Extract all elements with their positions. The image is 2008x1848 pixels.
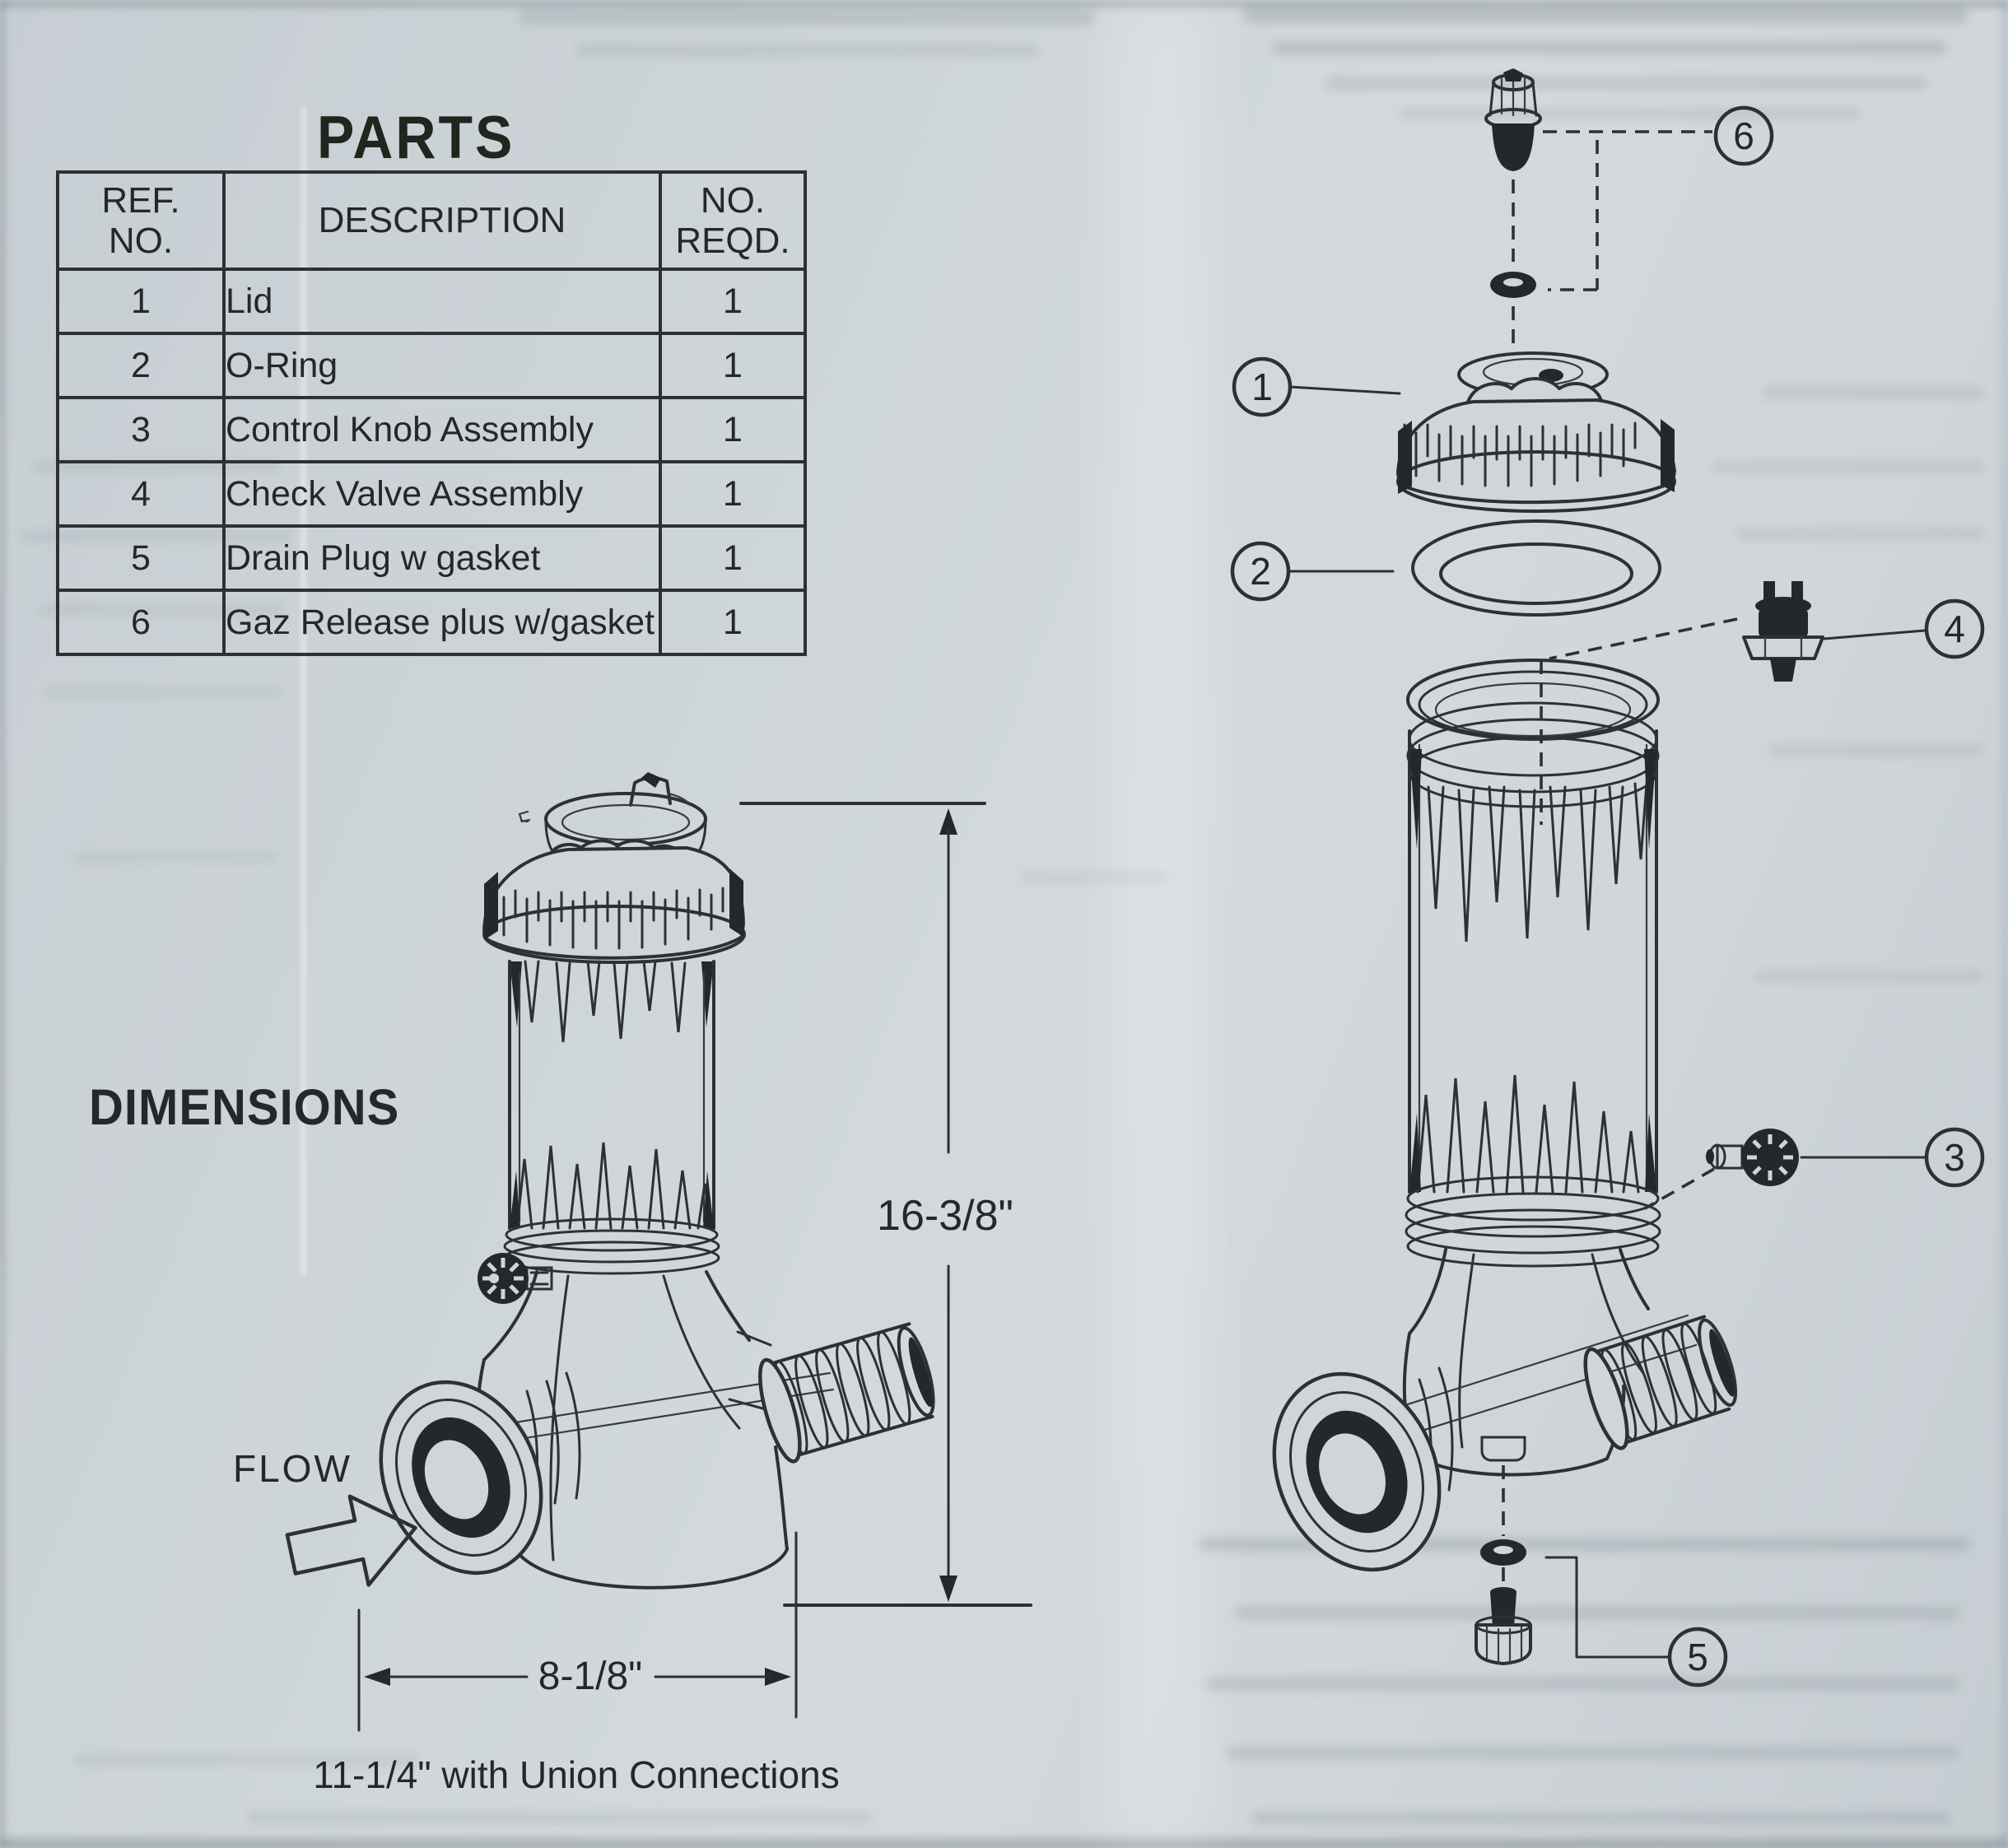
bleedthrough-ghost xyxy=(1325,77,1926,89)
cell-ref: 6 xyxy=(56,589,226,656)
height-dimension-label: 16-3/8" xyxy=(877,1192,1013,1240)
header-qty-line1: NO. xyxy=(700,179,766,221)
drain-plug-drawing xyxy=(1475,1587,1532,1665)
check-valve-drawing xyxy=(1742,581,1824,682)
callout-number-3: 3 xyxy=(1944,1136,1965,1179)
callout-circle-1 xyxy=(1232,356,1293,417)
bleedthrough-ghost xyxy=(1712,461,1984,472)
bleedthrough-ghost xyxy=(74,1755,420,1765)
assembled-right-union xyxy=(758,1322,935,1464)
assembled-body-drawing xyxy=(503,960,720,1275)
width-dimension-label: 8-1/8" xyxy=(538,1655,642,1698)
callout-circle-4 xyxy=(1924,598,1985,659)
flow-label: FLOW xyxy=(233,1447,352,1490)
table-row: 2 O-Ring 1 xyxy=(56,332,807,399)
table-row: 6 Gaz Release plus w/gasket 1 xyxy=(56,589,807,656)
exploded-view-diagram: 1 2 4 xyxy=(1230,68,1985,1687)
cell-qty: 1 xyxy=(659,589,807,656)
cell-desc: Lid xyxy=(222,268,662,335)
parts-title: PARTS xyxy=(317,103,515,172)
dimension-drawing: FLOW 16-3/8" 8-1/8" 11-1/4" w xyxy=(233,772,1032,1796)
o-ring-drawing xyxy=(1411,519,1661,617)
exploded-cylinder-drawing xyxy=(1405,659,1661,1268)
bleedthrough-ghost xyxy=(1243,7,1968,23)
callout-number-1: 1 xyxy=(1251,365,1273,408)
page-edge-shadow-right xyxy=(2001,0,2008,1848)
assembled-lid-drawing xyxy=(482,772,746,964)
bleedthrough-ghost xyxy=(247,1813,873,1823)
cell-qty: 1 xyxy=(659,332,807,399)
dimensions-title: DIMENSIONS xyxy=(89,1079,400,1136)
bleedthrough-ghost xyxy=(1198,1538,1972,1551)
header-ref-line2: NO. xyxy=(108,221,174,261)
cell-ref: 3 xyxy=(56,396,226,463)
bleedthrough-ghost xyxy=(1021,873,1169,882)
bleedthrough-ghost xyxy=(1400,109,1861,119)
bleedthrough-ghost xyxy=(1251,1813,1951,1824)
header-ref-line1: REF. xyxy=(101,179,180,221)
table-row: 5 Drain Plug w gasket 1 xyxy=(56,524,807,592)
bleedthrough-ghost xyxy=(1754,971,1984,981)
callout-number-4: 4 xyxy=(1944,607,1965,650)
paper-crease xyxy=(301,107,305,1276)
header-ref-no: REF. NO. xyxy=(56,170,226,271)
callout-number-2: 2 xyxy=(1250,550,1271,593)
height-dimension: 16-3/8" xyxy=(739,802,1032,1607)
cell-ref: 5 xyxy=(56,524,226,592)
bleedthrough-ghost xyxy=(1235,1607,1959,1619)
assembled-tee-body-drawing xyxy=(379,1270,935,1590)
header-qty-line2: REQD. xyxy=(675,221,790,261)
cell-ref: 4 xyxy=(56,460,226,528)
table-row: 3 Control Knob Assembly 1 xyxy=(56,396,807,463)
cell-qty: 1 xyxy=(659,396,807,463)
table-row: 1 Lid 1 xyxy=(56,268,807,335)
page-edge-shadow-top xyxy=(0,0,2008,8)
cell-desc: Gaz Release plus w/gasket xyxy=(222,589,662,656)
cell-desc: O-Ring xyxy=(222,332,662,399)
cell-qty: 1 xyxy=(659,460,807,528)
exploded-lid-drawing xyxy=(1396,351,1676,513)
bleedthrough-ghost xyxy=(1227,1747,1959,1759)
width-dimension: 8-1/8" xyxy=(357,1531,798,1732)
header-description: DESCRIPTION xyxy=(222,170,662,271)
page-edge-shadow-left xyxy=(0,0,6,1848)
cell-desc: Drain Plug w gasket xyxy=(222,524,662,592)
callout-number-6: 6 xyxy=(1733,114,1754,157)
bleedthrough-ghost xyxy=(576,44,1037,56)
callout-circle-2 xyxy=(1230,541,1291,602)
paper-sheen xyxy=(1111,0,1210,1848)
cell-desc: Check Valve Assembly xyxy=(222,460,662,528)
control-knob-drawing xyxy=(1706,1129,1799,1186)
exploded-right-union xyxy=(1583,1315,1738,1450)
bleedthrough-ghost xyxy=(1762,387,1984,398)
parts-table-header-row: REF. NO. DESCRIPTION NO. REQD. xyxy=(56,170,807,271)
bleedthrough-ghost xyxy=(1206,1678,1959,1690)
cell-qty: 1 xyxy=(659,524,807,592)
cell-ref: 2 xyxy=(56,332,226,399)
table-row: 4 Check Valve Assembly 1 xyxy=(56,460,807,528)
header-no-reqd: NO. REQD. xyxy=(659,170,807,271)
bleedthrough-ghost xyxy=(519,10,1095,25)
callout-circle-5 xyxy=(1667,1627,1728,1687)
cell-ref: 1 xyxy=(56,268,226,335)
bleedthrough-ghost xyxy=(1272,41,1947,54)
bleedthrough-ghost xyxy=(74,852,280,862)
assembled-left-union xyxy=(379,1380,543,1576)
bleedthrough-ghost xyxy=(45,687,284,697)
assembled-control-knob-drawing xyxy=(478,1253,553,1304)
flow-arrow-icon xyxy=(285,1494,417,1587)
page-edge-shadow-bottom xyxy=(0,1838,2008,1848)
parts-table: REF. NO. DESCRIPTION NO. REQD. 1 Lid 1 2… xyxy=(56,170,807,656)
cell-qty: 1 xyxy=(659,268,807,335)
gas-release-gasket-drawing xyxy=(1490,272,1536,298)
exploded-left-union xyxy=(1272,1371,1442,1572)
bleedthrough-ghost xyxy=(1737,528,1984,539)
cell-desc: Control Knob Assembly xyxy=(222,396,662,463)
callout-number-5: 5 xyxy=(1687,1636,1708,1678)
bleedthrough-ghost xyxy=(1770,745,1984,756)
callout-circle-3 xyxy=(1924,1127,1985,1188)
